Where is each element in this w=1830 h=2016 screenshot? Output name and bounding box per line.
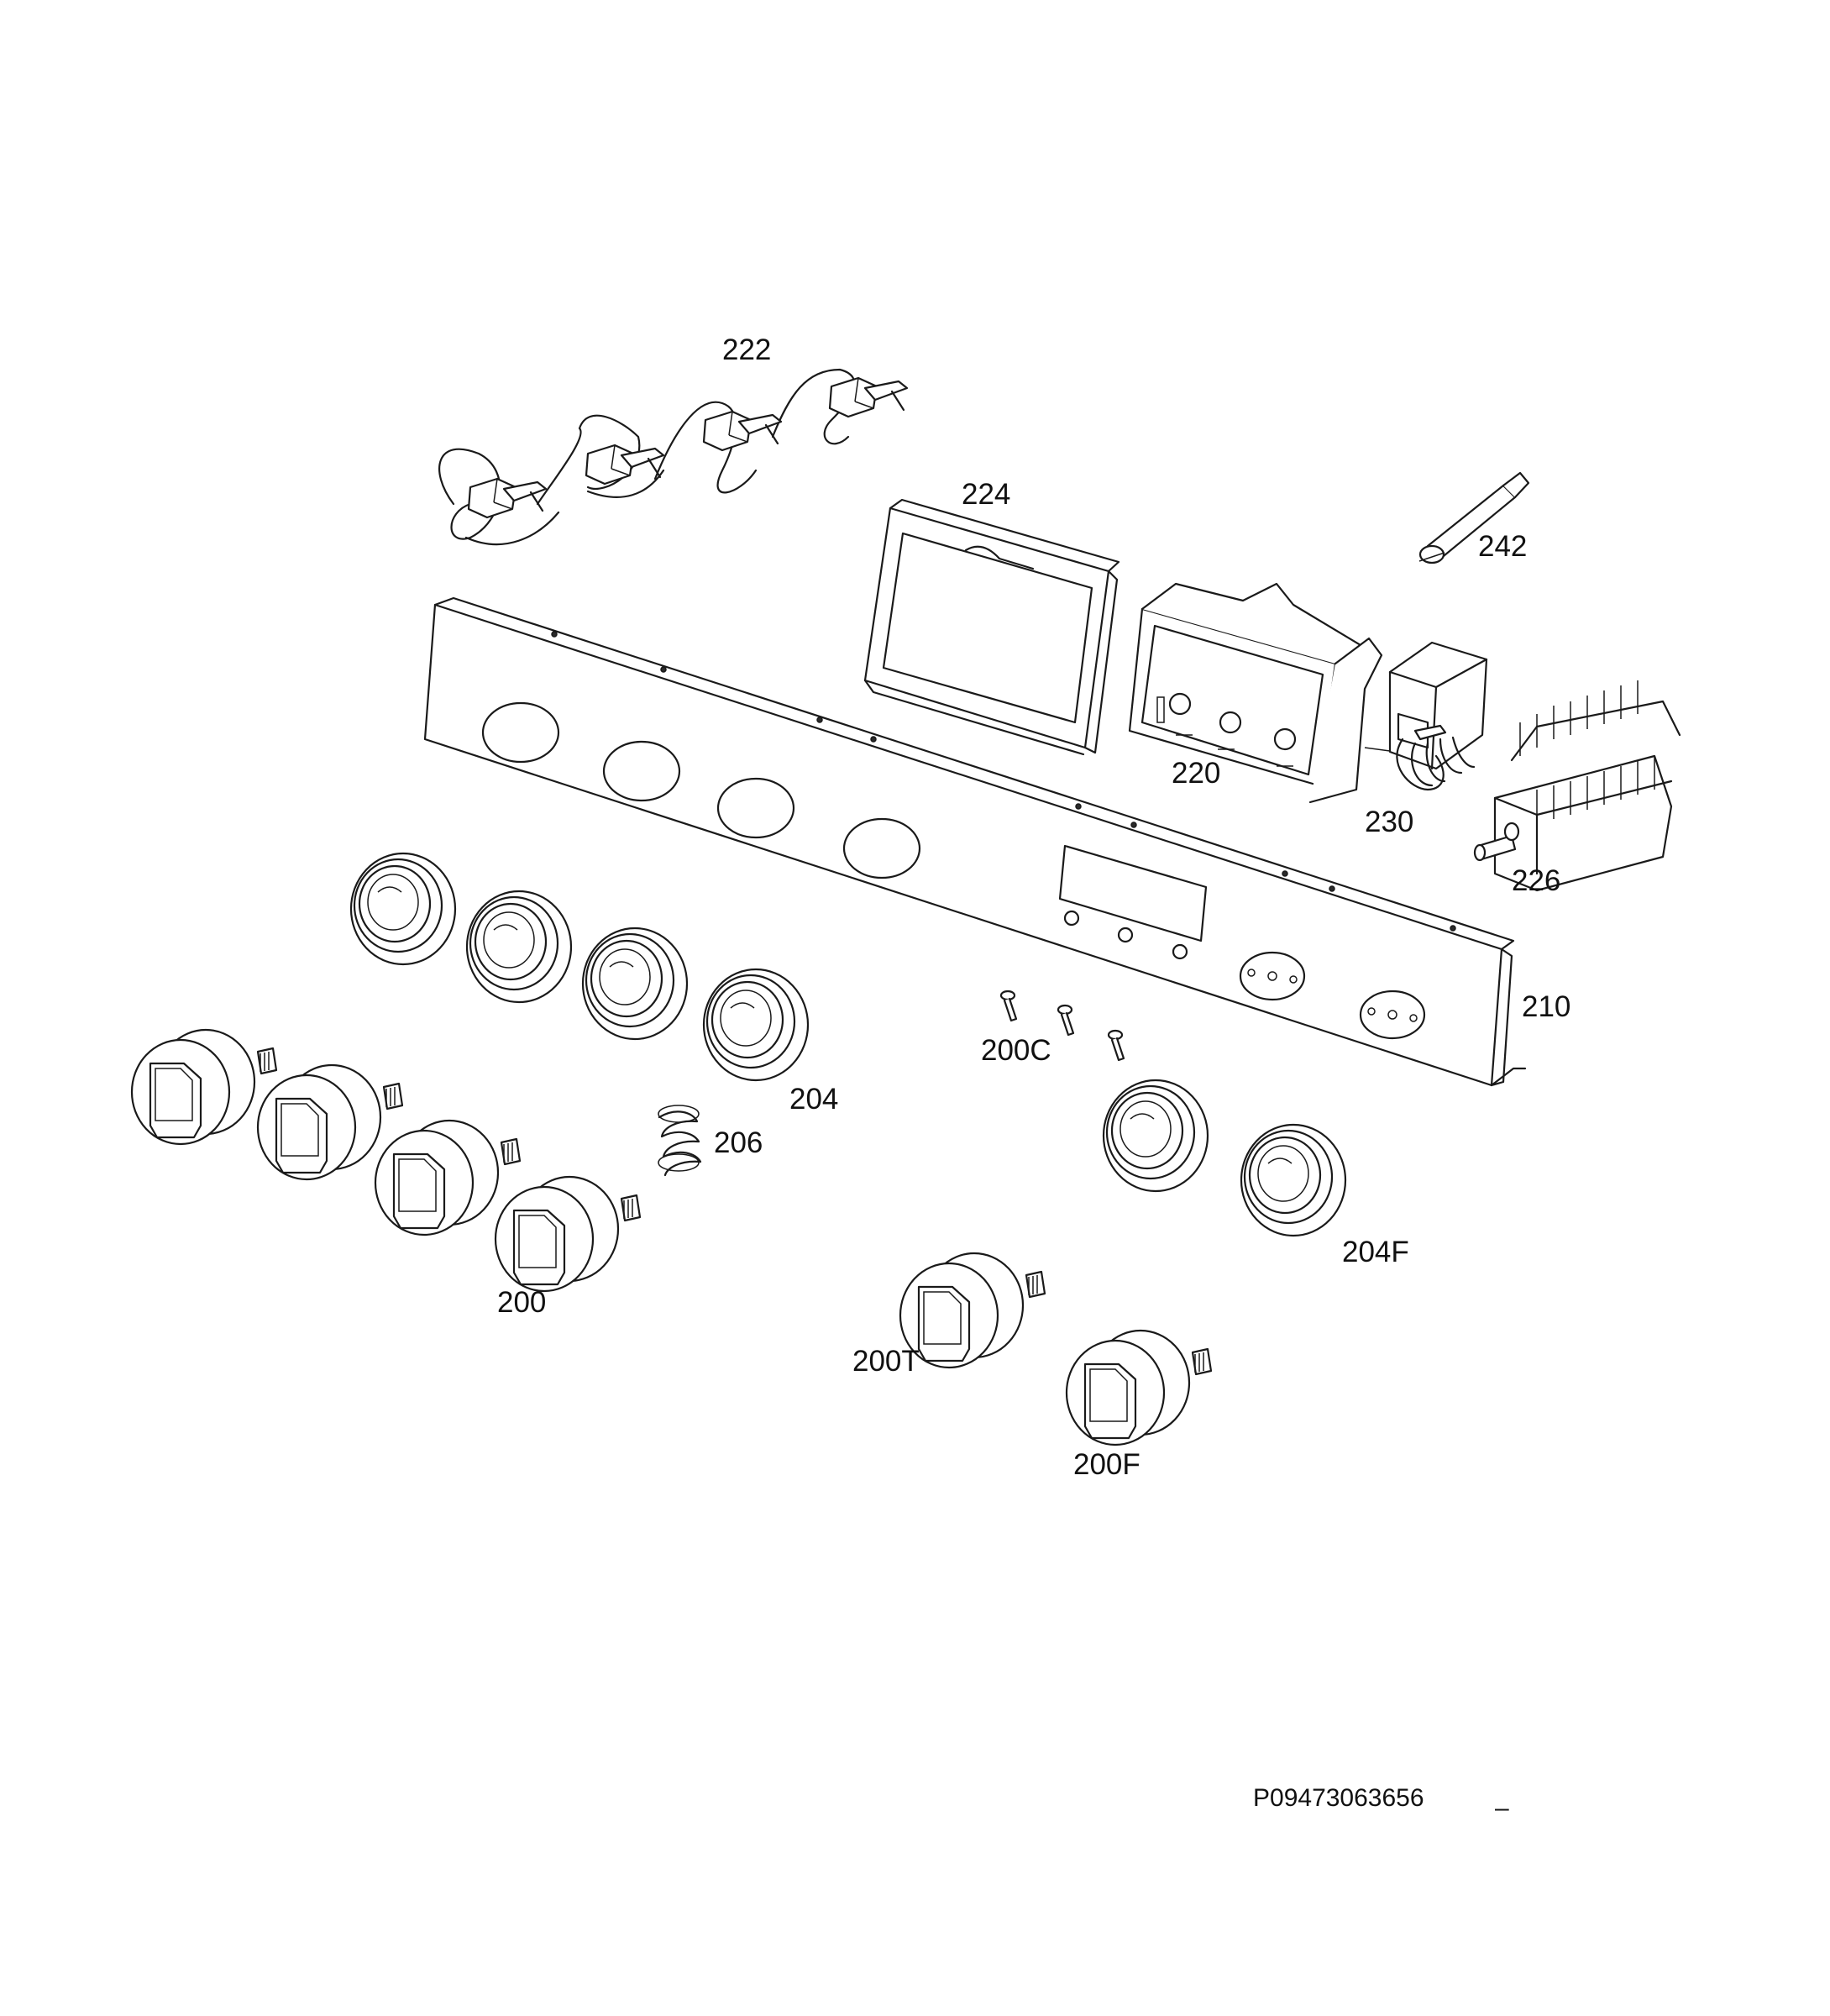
ignitor-harness bbox=[438, 368, 909, 546]
temperature-sensor bbox=[1418, 471, 1530, 564]
label-226: 226 bbox=[1512, 864, 1560, 897]
label-220: 220 bbox=[1172, 757, 1220, 790]
selector-switch bbox=[1473, 680, 1681, 892]
oven-knob-bezels bbox=[1102, 1079, 1347, 1237]
label-200f: 200F bbox=[1073, 1448, 1140, 1481]
knob-bezels bbox=[349, 852, 810, 1082]
label-242: 242 bbox=[1478, 530, 1527, 563]
electronic-module bbox=[1128, 582, 1383, 804]
label-200: 200 bbox=[497, 1286, 546, 1319]
label-222: 222 bbox=[722, 333, 771, 366]
label-200t: 200T bbox=[852, 1345, 920, 1378]
panel-holes bbox=[481, 701, 1426, 1040]
control-panel bbox=[423, 596, 1527, 1087]
label-210: 210 bbox=[1522, 990, 1570, 1023]
label-206: 206 bbox=[714, 1126, 763, 1159]
thermostat bbox=[1364, 641, 1488, 791]
oven-knobs bbox=[899, 1252, 1213, 1446]
display-frame bbox=[863, 498, 1120, 756]
label-204: 204 bbox=[789, 1083, 838, 1116]
diagram-code-mark: – bbox=[1495, 1794, 1509, 1822]
label-200c: 200C bbox=[981, 1034, 1051, 1067]
diagram-code: P09473063656 bbox=[1253, 1784, 1424, 1812]
label-230: 230 bbox=[1365, 806, 1413, 838]
label-224: 224 bbox=[962, 478, 1010, 511]
spring bbox=[658, 1105, 702, 1177]
label-204f: 204F bbox=[1342, 1236, 1409, 1268]
control-knobs bbox=[130, 1028, 642, 1293]
